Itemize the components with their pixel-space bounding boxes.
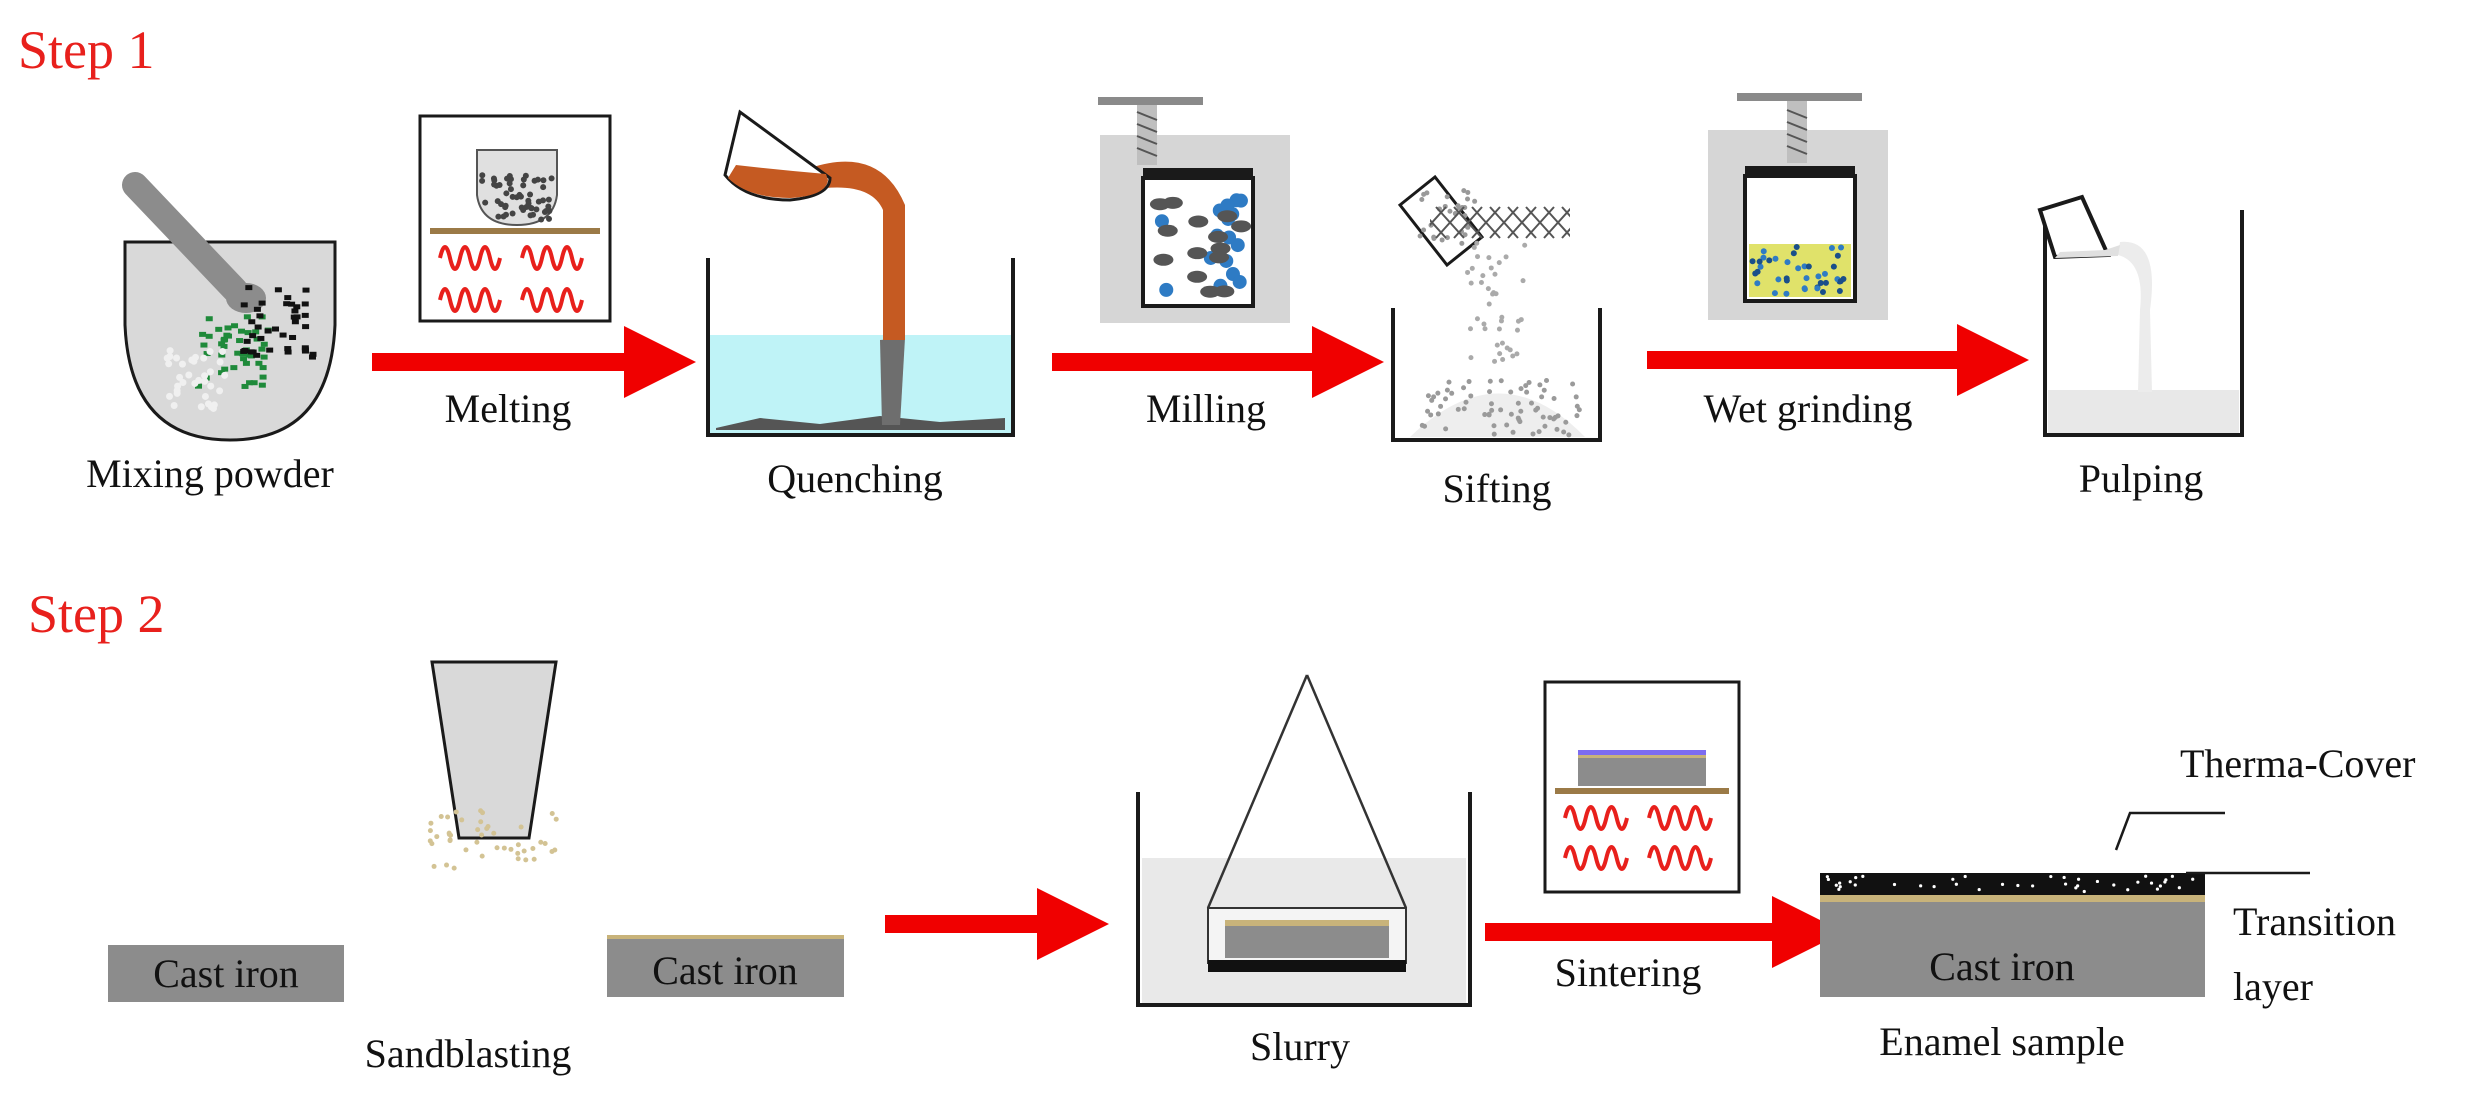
transition-layer-label-line2: layer: [2233, 964, 2313, 1009]
furnace-icon: [418, 114, 612, 323]
stage-label-sintering: Sintering: [1555, 950, 1702, 995]
pour-beaker-icon: [2037, 194, 2244, 437]
slurry-dip-icon: [1136, 674, 1472, 1007]
stage-label-quenching: Quenching: [767, 456, 943, 501]
stage-label-enamel-sample: Enamel sample: [1879, 1019, 2124, 1064]
sandblast-nozzle-icon: [427, 660, 559, 871]
wet-grinder-icon: [1708, 93, 1888, 320]
stage-label-milling: Milling: [1146, 386, 1266, 431]
transition-layer-label-line1: Transition: [2233, 899, 2396, 944]
quench-beaker-icon: [706, 109, 1015, 437]
stage-label-mixing-powder: Mixing powder: [86, 451, 334, 496]
stage-label-wet-grinding: Wet grinding: [1704, 386, 1913, 431]
cast-iron-plate-icon: [108, 945, 344, 1002]
cast-iron-label-blasted: Cast iron: [652, 948, 798, 993]
step2-title: Step 2: [28, 584, 165, 644]
stage-label-melting: Melting: [445, 386, 572, 431]
stage-label-slurry: Slurry: [1250, 1024, 1350, 1069]
stage-label-sandblasting: Sandblasting: [365, 1031, 572, 1076]
cast-iron-plate-icon-blasted: [607, 935, 844, 997]
stage-label-sifting: Sifting: [1443, 466, 1552, 511]
sieve-icon: [1391, 174, 1602, 442]
enamel-sample-icon: [1820, 811, 2310, 997]
ball-mill-icon: [1098, 97, 1290, 323]
cast-iron-label-raw: Cast iron: [153, 951, 299, 996]
furnace-icon-sintering: [1543, 680, 1741, 894]
sample-substrate-label: Cast iron: [1929, 944, 2075, 989]
mortar-pestle-icon: [122, 172, 337, 442]
stage-label-pulping: Pulping: [2079, 456, 2203, 501]
step1-title: Step 1: [18, 20, 155, 80]
coating-label-therma-cover: Therma-Cover: [2180, 741, 2415, 786]
